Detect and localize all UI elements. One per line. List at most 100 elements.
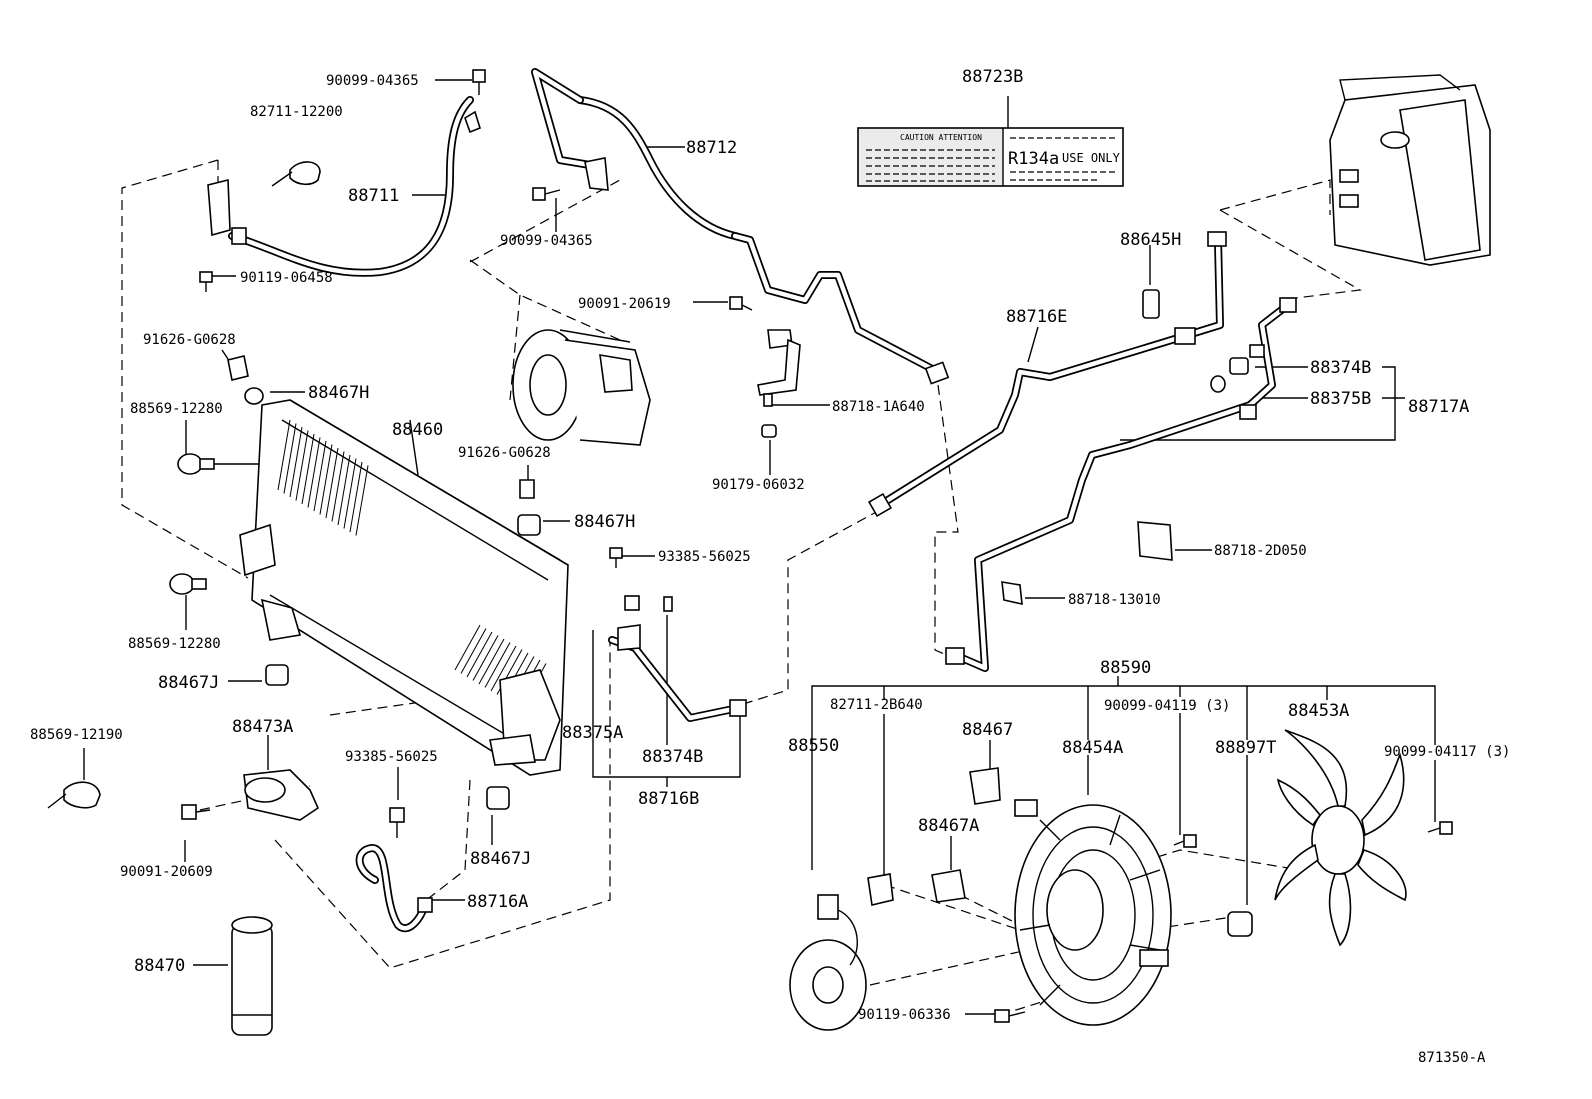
part-label: 88645H	[1120, 230, 1181, 250]
bolt-icon	[1427, 821, 1453, 835]
fin-line	[295, 430, 309, 501]
fin-line	[325, 447, 339, 519]
part-label: 93385-56025	[658, 549, 751, 565]
part-label: 88454A	[1062, 738, 1123, 758]
fan-shroud-icon	[1014, 799, 1172, 1026]
plug-icon	[177, 453, 215, 475]
sticker-refrigerant: R134a	[1008, 149, 1059, 169]
fin-line	[460, 628, 487, 674]
part-label: 88467J	[470, 849, 531, 869]
part-label: 90099-04365	[326, 73, 419, 89]
part-label: 88453A	[1288, 701, 1349, 721]
plug-icon	[169, 573, 207, 595]
receiver-drier-icon	[231, 916, 273, 1036]
condenser-icon	[239, 399, 569, 776]
bolt-icon	[1173, 834, 1197, 848]
part-label: 88374B	[1310, 358, 1371, 378]
sticker-header: CAUTION ATTENTION	[900, 133, 982, 142]
part-label: 82711-2B640	[830, 697, 923, 713]
part-label: 90091-20619	[578, 296, 671, 312]
part-label: 88569-12280	[130, 401, 223, 417]
fin-line	[277, 419, 291, 491]
fin-line	[289, 426, 303, 498]
fin-line	[454, 624, 481, 671]
pipe-88716B	[608, 636, 742, 722]
part-label: 88470	[134, 956, 185, 976]
fin-line	[313, 440, 327, 512]
part-label: 82711-12200	[250, 104, 343, 120]
part-label: 90179-06032	[712, 477, 805, 493]
fin-line	[331, 451, 345, 522]
clamp-icon	[1001, 581, 1023, 606]
pipes	[228, 68, 1292, 933]
part-label: 88717A	[1408, 397, 1469, 417]
sticker-use-only: USE ONLY	[1062, 151, 1121, 165]
bolt-icon	[994, 1009, 1026, 1023]
pressure-switch-icon	[1142, 289, 1196, 345]
fin-line	[490, 645, 517, 692]
part-label: 88712	[686, 138, 737, 158]
fin-line	[466, 631, 493, 678]
bolt-icon	[729, 296, 753, 311]
part-label: 90119-06336	[858, 1007, 951, 1023]
fin-line	[343, 458, 357, 529]
part-label: 91626-G0628	[143, 332, 236, 348]
part-label: 88716B	[638, 789, 699, 809]
clamp-icon	[1137, 521, 1173, 561]
bolt-icon	[199, 271, 213, 292]
leader-lines	[83, 79, 1436, 1015]
part-label: 88711	[348, 186, 399, 206]
part-label: 88718-13010	[1068, 592, 1161, 608]
fin-line	[301, 433, 315, 505]
clip-icon	[63, 781, 101, 809]
part-label: 88467	[962, 720, 1013, 740]
part-label: 88375B	[1310, 389, 1371, 409]
bolt-icon	[609, 547, 623, 568]
fin-line	[283, 423, 297, 494]
fin-line	[337, 454, 351, 526]
fin-line	[319, 444, 333, 515]
bolt-icon	[389, 807, 405, 838]
part-label: 88569-12280	[128, 636, 221, 652]
part-label: 88467J	[158, 673, 219, 693]
part-label: 88375A	[562, 723, 623, 743]
bolt-icon	[532, 187, 561, 201]
part-label: 88718-2D050	[1214, 543, 1307, 559]
part-label: 88460	[392, 420, 443, 440]
fin-line	[349, 461, 363, 533]
bolt-icon	[181, 804, 211, 820]
part-label: 88473A	[232, 717, 293, 737]
part-label: 88897T	[1215, 738, 1276, 758]
part-label: 88467H	[308, 383, 369, 403]
fin-line	[307, 437, 321, 508]
part-label: 88550	[788, 736, 839, 756]
part-label: 90099-04119 (3)	[1104, 698, 1230, 714]
part-label: 90119-06458	[240, 270, 333, 286]
part-label: 88718-1A640	[832, 399, 925, 415]
part-label: 88723B	[962, 67, 1023, 87]
part-label: 88716A	[467, 892, 528, 912]
part-label: 88374B	[642, 747, 703, 767]
clip-icon	[289, 161, 321, 186]
part-label: 91626-G0628	[458, 445, 551, 461]
part-label: 90091-20609	[120, 864, 213, 880]
part-label: 90099-04365	[500, 233, 593, 249]
part-label: 88467H	[574, 512, 635, 532]
evaporator-icon	[1329, 74, 1491, 266]
part-label: 88467A	[918, 816, 979, 836]
fin-line	[484, 642, 511, 688]
part-label: 93385-56025	[345, 749, 438, 765]
fan-assembly	[789, 729, 1453, 1031]
fin-line	[355, 465, 369, 536]
part-label: 90099-04117 (3)	[1384, 744, 1510, 760]
compressor-icon	[512, 329, 651, 446]
figure-code: 871350-A	[1418, 1050, 1486, 1066]
fan-motor-icon	[789, 894, 867, 1031]
fan-blade-icon	[1274, 729, 1407, 947]
nut-icon	[1227, 911, 1253, 937]
part-label: 88716E	[1006, 307, 1067, 327]
fin-line	[478, 638, 505, 685]
label-sticker: CAUTION ATTENTION R134a USE ONLY	[857, 127, 1124, 187]
fin-line	[472, 635, 499, 681]
